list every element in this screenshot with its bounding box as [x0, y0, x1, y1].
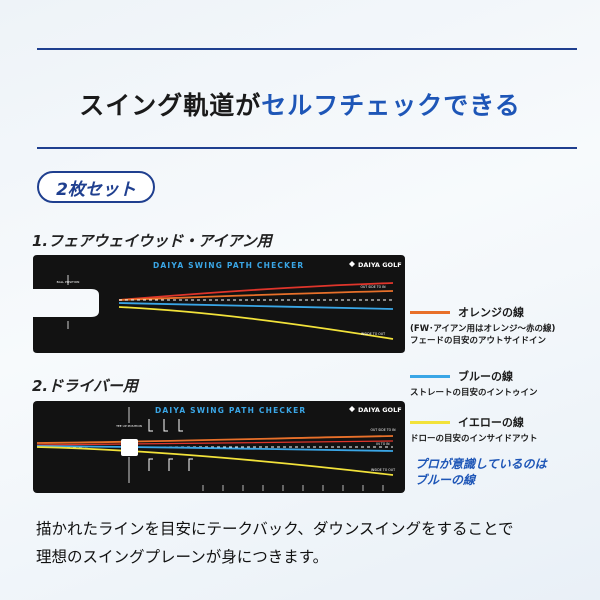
mat-driver-l-mark — [188, 458, 193, 471]
mat-fw-iron-label-out: OUT SIDE TO IN — [360, 285, 386, 289]
mat-driver-l-mark — [168, 458, 173, 471]
section-title-fw-iron: 1.フェアウェイウッド・アイアン用 — [32, 232, 272, 250]
mat-driver-label-out: OUT SIDE TO IN — [370, 428, 396, 432]
badge-label: 2枚セット — [56, 179, 136, 200]
mat-fw-iron-line-blue — [118, 302, 394, 310]
bottom-rule — [37, 147, 577, 149]
legend-title: オレンジの線 — [458, 306, 524, 319]
mat-driver-diamond-icon — [349, 406, 355, 412]
mat-driver-brand: DAIYA GOLF — [358, 406, 402, 414]
legend-line-blue — [410, 374, 450, 378]
mat-driver: DAIYA SWING PATH CHECKER DAIYA GOLF TEE … — [33, 401, 405, 493]
legend-desc-line: ストレートの目安のイントゥイン — [410, 388, 538, 398]
mat-driver-line-yellow — [36, 446, 394, 476]
legend-desc-line: (FW･アイアン用はオレンジ～赤の線) — [410, 324, 556, 334]
mat-fw-iron-line-red — [118, 282, 394, 301]
legend-desc-line: ドローの目安のインサイドアウト — [410, 434, 538, 444]
mat-fw-iron: DAIYA SWING PATH CHECKER DAIYA GOLF BALL… — [33, 255, 405, 353]
headline-part2-accent: セルフチェックできる — [261, 91, 521, 120]
legend-desc: (FW･アイアン用はオレンジ～赤の線) フェードの目安のアウトサイドイン — [410, 323, 580, 347]
mat-driver-l-mark — [148, 458, 153, 471]
legend-desc-line: フェードの目安のアウトサイドイン — [410, 336, 547, 346]
mat-fw-iron-diamond-icon — [349, 261, 355, 267]
mat-driver-line-blue — [36, 445, 394, 452]
legend-item-orange: オレンジの線 (FW･アイアン用はオレンジ～赤の線) フェードの目安のアウトサイド… — [410, 304, 580, 347]
section-title-driver: 2.ドライバー用 — [32, 377, 138, 395]
pro-note: プロが意識しているのは ブルーの線 — [415, 456, 547, 488]
mat-driver-l-mark — [148, 419, 153, 432]
mat-driver-line-orange — [36, 435, 394, 444]
mat-fw-iron-title: DAIYA SWING PATH CHECKER — [153, 261, 304, 270]
note-line2: ブルーの線 — [415, 473, 476, 487]
mat-fw-iron-line-orange — [118, 290, 394, 301]
line-legend: オレンジの線 (FW･アイアン用はオレンジ～赤の線) フェードの目安のアウトサイド… — [410, 304, 580, 454]
mat-fw-iron-brand: DAIYA GOLF — [358, 261, 402, 269]
mat-driver-tee-box — [121, 439, 138, 456]
mat-driver-title: DAIYA SWING PATH CHECKER — [155, 406, 306, 415]
caption-line1: 描かれたラインを目安にテークバック、ダウンスイングをすることで — [36, 520, 514, 538]
mat-driver-tee-position: TEE UP POSITION — [115, 424, 142, 428]
headline: スイング軌道がセルフチェックできる — [0, 86, 600, 122]
set-count-badge: 2枚セット — [37, 171, 155, 203]
caption: 描かれたラインを目安にテークバック、ダウンスイングをすることで 理想のスイングプ… — [36, 515, 514, 571]
mat-driver-label-mid: IN TO IN — [376, 442, 390, 446]
legend-title: ブルーの線 — [458, 370, 513, 383]
mat-driver-line-red — [36, 440, 394, 446]
mat-fw-iron-line-yellow — [118, 306, 394, 340]
caption-line2: 理想のスイングプレーンが身につきます。 — [36, 548, 329, 566]
legend-desc: ストレートの目安のイントゥイン — [410, 387, 580, 399]
legend-line-orange — [410, 310, 450, 314]
legend-item-blue: ブルーの線 ストレートの目安のイントゥイン — [410, 368, 580, 399]
legend-title: イエローの線 — [458, 416, 524, 429]
legend-line-yellow — [410, 420, 450, 424]
mat-driver-l-mark — [163, 419, 168, 432]
legend-desc: ドローの目安のインサイドアウト — [410, 433, 580, 445]
mat-fw-iron-body — [33, 255, 405, 353]
top-rule — [37, 48, 577, 50]
note-line1: プロが意識しているのは — [415, 457, 547, 471]
mat-fw-iron-label-in: INSIDE TO OUT — [361, 332, 385, 336]
mat-driver-l-mark — [178, 419, 183, 432]
mat-driver-ruler-ticks — [202, 485, 384, 491]
headline-part1: スイング軌道が — [79, 91, 262, 120]
mat-driver-label-in: INSIDE TO OUT — [371, 468, 395, 472]
legend-item-yellow: イエローの線 ドローの目安のインサイドアウト — [410, 414, 580, 445]
